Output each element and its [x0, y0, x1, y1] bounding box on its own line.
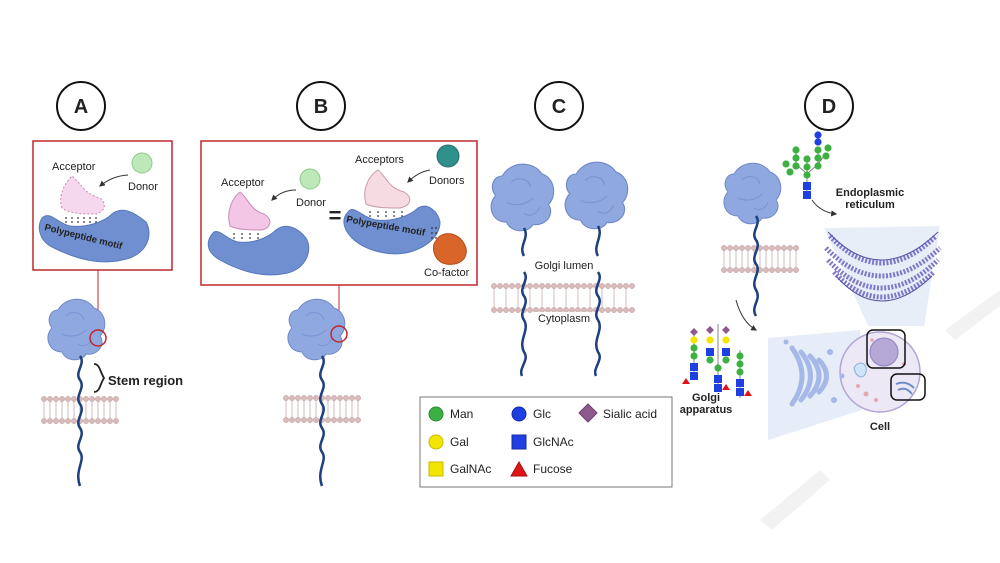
panel-d-enzyme — [723, 162, 782, 225]
panel-d-cell-label: Cell — [870, 421, 890, 433]
panel-b: B Acceptor Donor = Acceptors Donors Poly… — [200, 81, 478, 487]
panel-d-er-arrow — [811, 199, 838, 217]
panel-d-er-cone — [824, 226, 940, 326]
panel-c-lumen-bg — [526, 258, 602, 273]
panel-b-left-acceptor — [228, 191, 271, 231]
panel-c-stem-left — [519, 227, 527, 377]
legend-fucose-label: Fucose — [533, 462, 573, 476]
panel-d-golgi-arrow — [735, 299, 758, 331]
panel-c-stem-right — [593, 225, 601, 377]
panel-d-cell-vesicle — [853, 362, 867, 378]
panel-b-zoom-circle — [330, 325, 348, 343]
panel-c-lumen-label: Golgi lumen — [535, 260, 594, 272]
panel-d-stem — [753, 215, 759, 317]
panel-d-golgi-glycans — [682, 324, 752, 398]
panel-b-donors-label: Donors — [429, 175, 465, 187]
panel-b-donor-label: Donor — [296, 197, 326, 209]
panel-b-donors-circle — [436, 144, 460, 168]
panel-a-acceptor-label: Acceptor — [52, 161, 96, 173]
panel-b-cofactor-dots — [431, 227, 437, 239]
panel-d-golgi-vesicles — [783, 339, 845, 403]
panel-a-stem-brace — [93, 363, 106, 393]
panel-b-right-dots — [369, 211, 403, 217]
panel-b-letter: B — [314, 96, 328, 118]
panel-d-cell — [839, 331, 921, 413]
legend-fucose-icon — [510, 460, 528, 477]
panel-b-donor-circle — [299, 168, 321, 190]
decorative-strokes — [760, 290, 1000, 530]
panel-c: C Golgi lumen Cytoplasm — [490, 81, 635, 377]
panel-a-stem-label: Stem region — [108, 373, 183, 388]
panel-b-right-acceptor — [364, 169, 411, 209]
panel-a-binding-dots — [65, 217, 97, 223]
legend-gal-icon — [428, 434, 444, 450]
panel-b-acceptors-label: Acceptors — [355, 154, 404, 166]
panel-b-equals: = — [329, 203, 342, 228]
legend-man-icon — [428, 406, 444, 422]
panel-a-zoom-circle — [89, 329, 107, 347]
panel-b-right-arrow — [407, 169, 431, 183]
legend-glc-label: Glc — [533, 407, 551, 421]
legend-galnac-label: GalNAc — [450, 462, 491, 476]
panel-d-er-organelle — [824, 234, 942, 300]
panel-b-left-arrow — [271, 189, 297, 201]
panel-d-golgi-label-2: apparatus — [680, 404, 733, 416]
panel-a-stem — [77, 355, 83, 487]
legend-glcnac-label: GlcNAc — [533, 435, 574, 449]
panel-b-badge — [296, 81, 346, 131]
panel-c-letter: C — [552, 96, 566, 118]
panel-d-badge — [804, 81, 854, 131]
legend-sialic-acid-label: Sialic acid — [603, 407, 657, 421]
legend-sialic-acid-icon — [578, 403, 598, 423]
panel-d-er-glycan — [782, 131, 832, 199]
panel-c-enzyme-right — [564, 161, 629, 230]
panel-a-acceptor-shape — [60, 175, 105, 215]
panel-d-er-label-1: Endoplasmic — [836, 187, 904, 199]
panel-b-enzyme — [287, 298, 346, 361]
panel-d-er-label-2: reticulum — [845, 199, 895, 211]
panel-b-cofactor-label: Co-factor — [424, 267, 470, 279]
legend-box — [419, 396, 673, 488]
panel-d-er-outline — [827, 231, 939, 302]
legend-galnac-icon — [428, 461, 444, 477]
panel-d-cell-nucleus — [869, 337, 899, 367]
panel-a: A Acceptor Donor Polypeptide motif Stem … — [32, 81, 183, 487]
legend-gal-label: Gal — [450, 435, 469, 449]
panel-d-membrane — [721, 244, 799, 274]
panel-d-cell-er-box — [866, 329, 906, 369]
panel-a-transfer-arrow — [99, 174, 129, 187]
panel-c-badge — [534, 81, 584, 131]
panel-b-cofactor-shape — [433, 233, 467, 265]
panel-b-left-dots — [233, 233, 259, 239]
panel-c-membrane — [490, 282, 635, 314]
legend-glcnac-icon — [511, 434, 527, 450]
panel-c-cytoplasm-label: Cytoplasm — [538, 313, 590, 325]
panel-b-right-motif — [343, 205, 441, 255]
panel-d-letter: D — [822, 96, 836, 118]
panel-b-left-motif — [207, 225, 310, 276]
panel-d-cell-golgi — [895, 381, 915, 395]
panel-d-cell-golgi-box — [890, 373, 926, 401]
panel-a-letter: A — [74, 96, 88, 118]
panel-b-stem — [319, 355, 325, 487]
monosaccharide-legend: Man Glc Sialic acid Gal GlcNAc GalNAc Fu… — [419, 396, 673, 488]
panel-a-motif-shape — [38, 209, 150, 263]
panel-d: D Endoplasmic reticulum — [680, 81, 942, 440]
legend-glc-icon — [511, 406, 527, 422]
panel-a-donor-circle — [131, 152, 153, 174]
panel-a-donor-label: Donor — [128, 181, 158, 193]
panel-c-enzyme-left — [490, 163, 555, 232]
panel-d-golgi-organelle — [789, 345, 829, 407]
panel-d-golgi-label-1: Golgi — [692, 392, 720, 404]
panel-a-badge — [56, 81, 106, 131]
legend-man-label: Man — [450, 407, 473, 421]
panel-b-acceptor-label: Acceptor — [221, 177, 265, 189]
panel-c-cytoplasm-bg — [532, 312, 596, 326]
